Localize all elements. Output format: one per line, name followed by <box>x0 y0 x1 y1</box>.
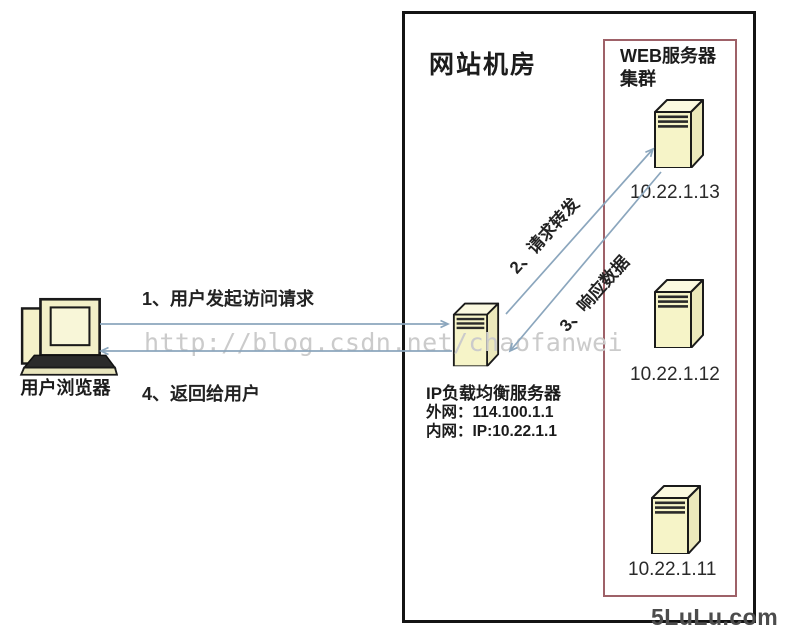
web-server-ip-1: 10.22.1.13 <box>630 182 720 203</box>
flow-label-return-to-user: 4、返回给用户 <box>142 384 261 404</box>
web-server-icon-2 <box>653 278 705 348</box>
load-balancer-internal-ip: 内网：IP:10.22.1.1 <box>426 423 557 440</box>
datacenter-label: 网站机房 <box>429 51 538 79</box>
web-server-icon-3 <box>650 484 702 554</box>
client-label: 用户浏览器 <box>20 378 111 398</box>
load-balancer-external-ip: 外网：114.100.1.1 <box>426 404 554 421</box>
load-balancer-info: IP负载均衡服务器 外网：114.100.1.1 内网：IP:10.22.1.1 <box>426 384 596 441</box>
web-server-ip-2: 10.22.1.12 <box>630 364 720 385</box>
datacenter-box <box>402 11 756 623</box>
load-balancer-name: IP负载均衡服务器 <box>426 384 562 403</box>
load-balancer-server-icon <box>452 300 500 368</box>
site-watermark: 5LuLu.com <box>651 604 779 630</box>
web-server-icon-1 <box>653 98 705 168</box>
web-server-ip-3: 10.22.1.11 <box>628 559 717 580</box>
web-cluster-label: WEB服务器 集群 <box>620 46 716 89</box>
client-computer-icon <box>16 296 118 378</box>
flow-label-user-request: 1、用户发起访问请求 <box>142 289 315 309</box>
